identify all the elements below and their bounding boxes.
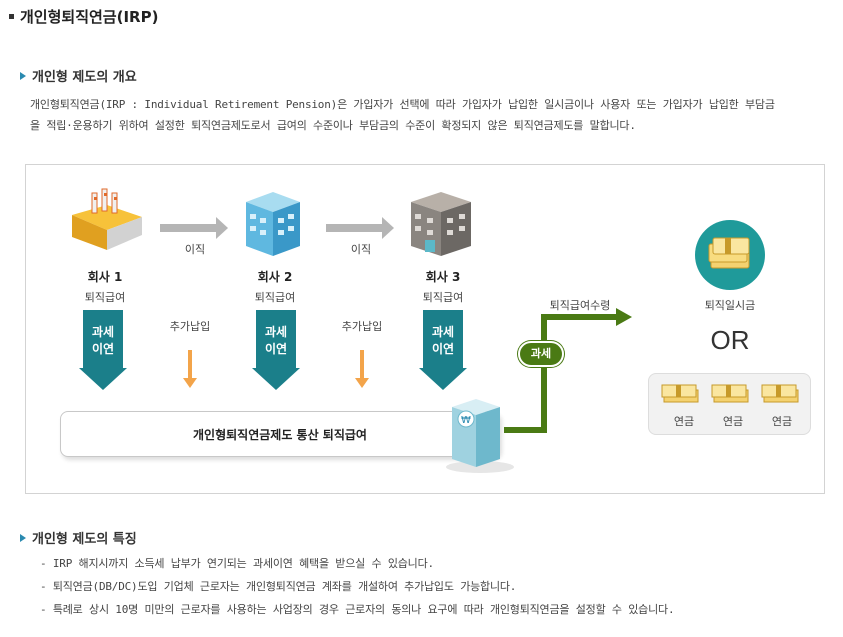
page-title-text: 개인형퇴직연금(IRP) — [20, 8, 159, 26]
company-3-name: 회사 3 — [425, 270, 461, 284]
receive-path — [504, 308, 632, 433]
overview-line-2: 을 적립·운용하기 위하여 설정한 퇴직연금제도로서 급여의 수준이나 부담금의… — [30, 119, 636, 132]
extra-payment-label-1: 추가납입 — [169, 320, 211, 333]
extra-payment-arrow-1 — [183, 350, 197, 390]
or-label: OR — [710, 325, 750, 355]
features-heading-text: 개인형 제도의 특징 — [32, 532, 137, 547]
overview-line-1: 개인형퇴직연금(IRP : Individual Retirement Pens… — [30, 98, 775, 111]
lump-sum-money-icon — [695, 220, 765, 290]
pension-label-1: 연금 — [673, 415, 695, 428]
company-1-sub: 퇴직급여 — [84, 291, 126, 304]
svg-text:₩: ₩ — [461, 415, 471, 426]
receive-label: 퇴직급여수령 — [549, 299, 611, 312]
pension-money-icon-1 — [661, 384, 699, 403]
pension-label-2: 연금 — [722, 415, 744, 428]
move-arrow-1 — [160, 217, 228, 239]
irp-total-bar: 개인형퇴직연금제도 통산 퇴직급여 — [60, 411, 500, 457]
factory-icon — [72, 188, 142, 250]
tax-badge: 과세 — [518, 341, 564, 367]
office-building-blue-icon — [246, 192, 300, 256]
company-2-name: 회사 2 — [257, 270, 293, 284]
features-heading: 개인형 제도의 특징 — [20, 528, 137, 547]
triangle-bullet-icon — [20, 71, 26, 80]
overview-heading: 개인형 제도의 개요 — [20, 66, 137, 85]
lump-sum-label: 퇴직일시금 — [704, 299, 756, 312]
feature-item-2: - 퇴직연금(DB/DC)도입 기업체 근로자는 개인형퇴직연금 계좌를 개설하… — [40, 580, 517, 593]
page-title: 개인형퇴직연금(IRP) — [9, 6, 158, 27]
pension-box — [648, 373, 811, 435]
title-bullet-icon — [9, 14, 14, 19]
company-2-sub: 퇴직급여 — [254, 291, 296, 304]
feature-item-3: - 특례로 상시 10명 미만의 근로자를 사용하는 사업장의 경우 근로자의 … — [40, 603, 675, 616]
move-arrow-2 — [326, 217, 394, 239]
extra-payment-arrow-2 — [355, 350, 369, 390]
pension-money-icon-3 — [761, 384, 799, 403]
bank-building-icon: ₩ — [446, 399, 514, 473]
triangle-bullet-icon — [20, 533, 26, 542]
company-3-sub: 퇴직급여 — [422, 291, 464, 304]
move-label-1: 이직 — [184, 243, 206, 256]
feature-item-1: - IRP 해지시까지 소득세 납부가 연기되는 과세이연 혜택을 받으실 수 … — [40, 557, 434, 570]
pension-label-3: 연금 — [771, 415, 793, 428]
move-label-2: 이직 — [350, 243, 372, 256]
extra-payment-label-2: 추가납입 — [341, 320, 383, 333]
company-1-name: 회사 1 — [87, 270, 123, 284]
pension-money-icon-2 — [711, 384, 749, 403]
office-building-gray-icon — [411, 192, 471, 256]
overview-heading-text: 개인형 제도의 개요 — [32, 70, 137, 85]
overview-description: 개인형퇴직연금(IRP : Individual Retirement Pens… — [30, 94, 825, 136]
